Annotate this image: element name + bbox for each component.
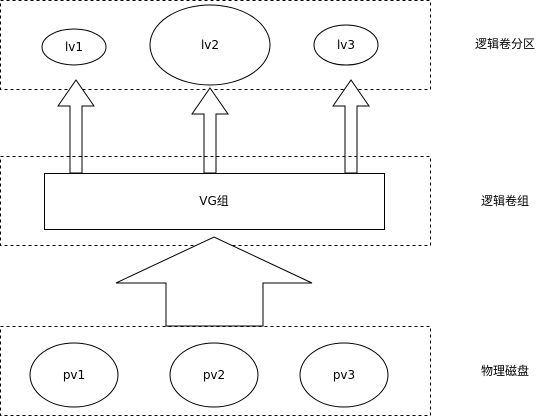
physical-disk-region [0, 326, 431, 416]
vg-box [44, 173, 385, 230]
lv3-node [313, 24, 379, 66]
arrow-pv-to-vg [115, 236, 313, 327]
volume-group-layer-label: 逻辑卷组 [481, 193, 529, 208]
arrow-vg-to-lv1 [57, 79, 95, 174]
physical-disk-layer-label: 物理磁盘 [481, 363, 529, 378]
logical-volume-layer: lv1 lv2 lv3 逻辑卷分区 [0, 0, 535, 90]
lv1-label: lv1 [65, 40, 83, 54]
vg-box-label: VG组 [199, 194, 229, 208]
logical-volume-layer-label: 逻辑卷分区 [475, 36, 535, 51]
pv2-node [169, 342, 259, 408]
pv2-label: pv2 [203, 368, 225, 382]
lv1-node [41, 28, 107, 66]
logical-volume-region [0, 0, 431, 90]
pv3-label: pv3 [333, 368, 355, 382]
pv3-node [299, 342, 389, 408]
lv2-label: lv2 [201, 38, 219, 52]
lv2-node [149, 4, 271, 86]
lv3-label: lv3 [337, 38, 355, 52]
arrow-vg-to-lv3 [332, 79, 370, 174]
arrow-vg-to-lv2 [191, 87, 229, 174]
pv1-node [29, 342, 119, 408]
pv1-label: pv1 [63, 368, 85, 382]
physical-disk-layer: pv1 pv2 pv3 物理磁盘 [0, 326, 529, 416]
